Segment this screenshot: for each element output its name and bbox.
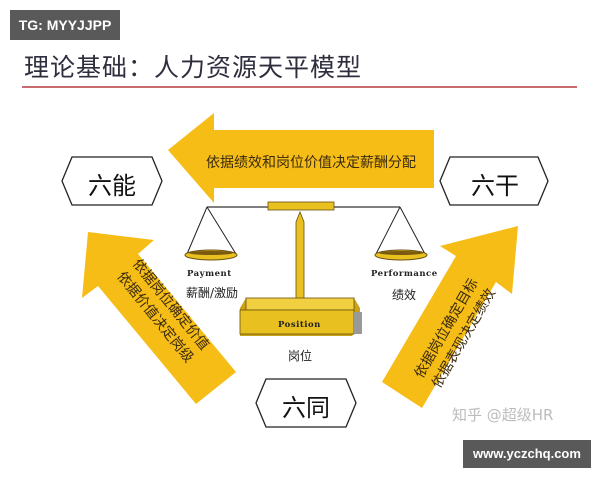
performance-label: Performance	[371, 269, 438, 279]
hexagon-bottom-label: 六同	[282, 394, 330, 422]
performance-cn-label: 绩效	[392, 288, 417, 302]
right-arrow-icon	[382, 226, 518, 408]
payment-label: Payment	[187, 269, 232, 279]
hexagon-bottom	[255, 378, 357, 428]
position-cn-label: 岗位	[288, 349, 313, 363]
hexagon-right-label: 六干	[471, 172, 519, 200]
title-underline	[22, 86, 577, 88]
left-arrow-icon	[82, 232, 236, 404]
hexagon-left	[61, 156, 163, 206]
site-watermark: www.yczchq.com	[463, 440, 591, 468]
top-arrow-icon	[168, 113, 434, 203]
top-arrow-text: 依据绩效和岗位价值决定薪酬分配	[206, 155, 416, 171]
zhihu-watermark: 知乎 @超级HR	[452, 406, 554, 424]
position-label: Position	[278, 320, 321, 330]
page-title: 理论基础：人力资源天平模型	[24, 53, 363, 82]
payment-cn-label: 薪酬/激励	[186, 286, 239, 300]
hexagon-right	[439, 156, 549, 206]
hexagon-left-label: 六能	[88, 172, 136, 200]
watermark-badge: TG: MYYJJPP	[10, 10, 120, 40]
